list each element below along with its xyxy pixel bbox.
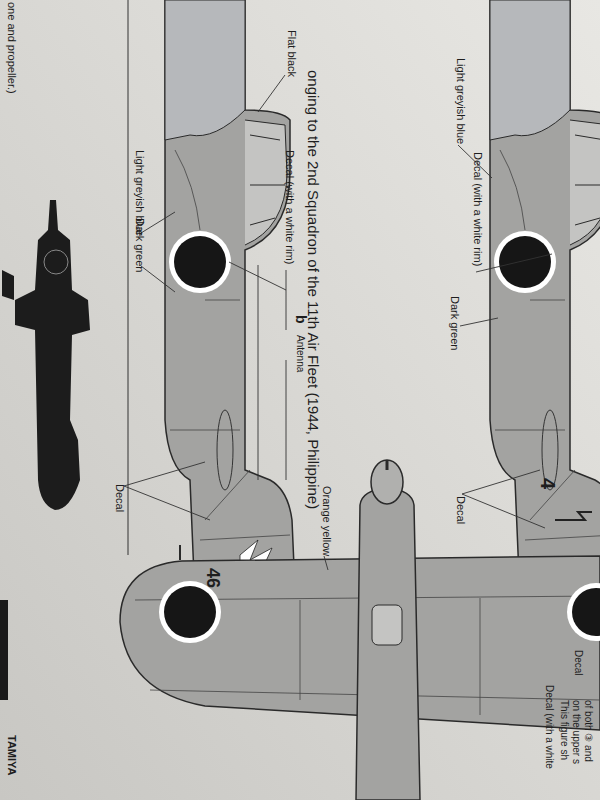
callout-label: Orange yellow xyxy=(321,486,333,556)
callout-label: Decal (with a white rim) xyxy=(472,152,484,266)
callout-label: Decal (with a white xyxy=(544,685,555,769)
callout-label: one and propeller.) xyxy=(6,2,18,94)
callout-label: Decal xyxy=(455,496,467,524)
callout-label: on the upper s xyxy=(571,700,582,764)
decal-number: 46 xyxy=(202,568,222,588)
callout-label: Decal (with a white rim) xyxy=(284,150,296,264)
callout-label: Flat black xyxy=(286,30,298,77)
callout-label: Decal xyxy=(573,650,584,676)
decal-number: 4 xyxy=(537,478,559,489)
callout-label: TAMIYA xyxy=(6,735,18,775)
callout-label: of both ③ and xyxy=(583,700,594,762)
callout-label: This figure sh xyxy=(559,700,570,760)
callout-label: Decal xyxy=(114,484,126,512)
callout-label: b xyxy=(292,315,307,324)
callout-label: Dark green xyxy=(134,218,146,272)
callout-label: Light greyish blue xyxy=(455,58,467,144)
callout-label: Antenna xyxy=(295,335,306,372)
callout-label: Dark green xyxy=(449,296,461,350)
callout-label: onging to the 2nd Squadron of the 11th A… xyxy=(304,70,321,509)
